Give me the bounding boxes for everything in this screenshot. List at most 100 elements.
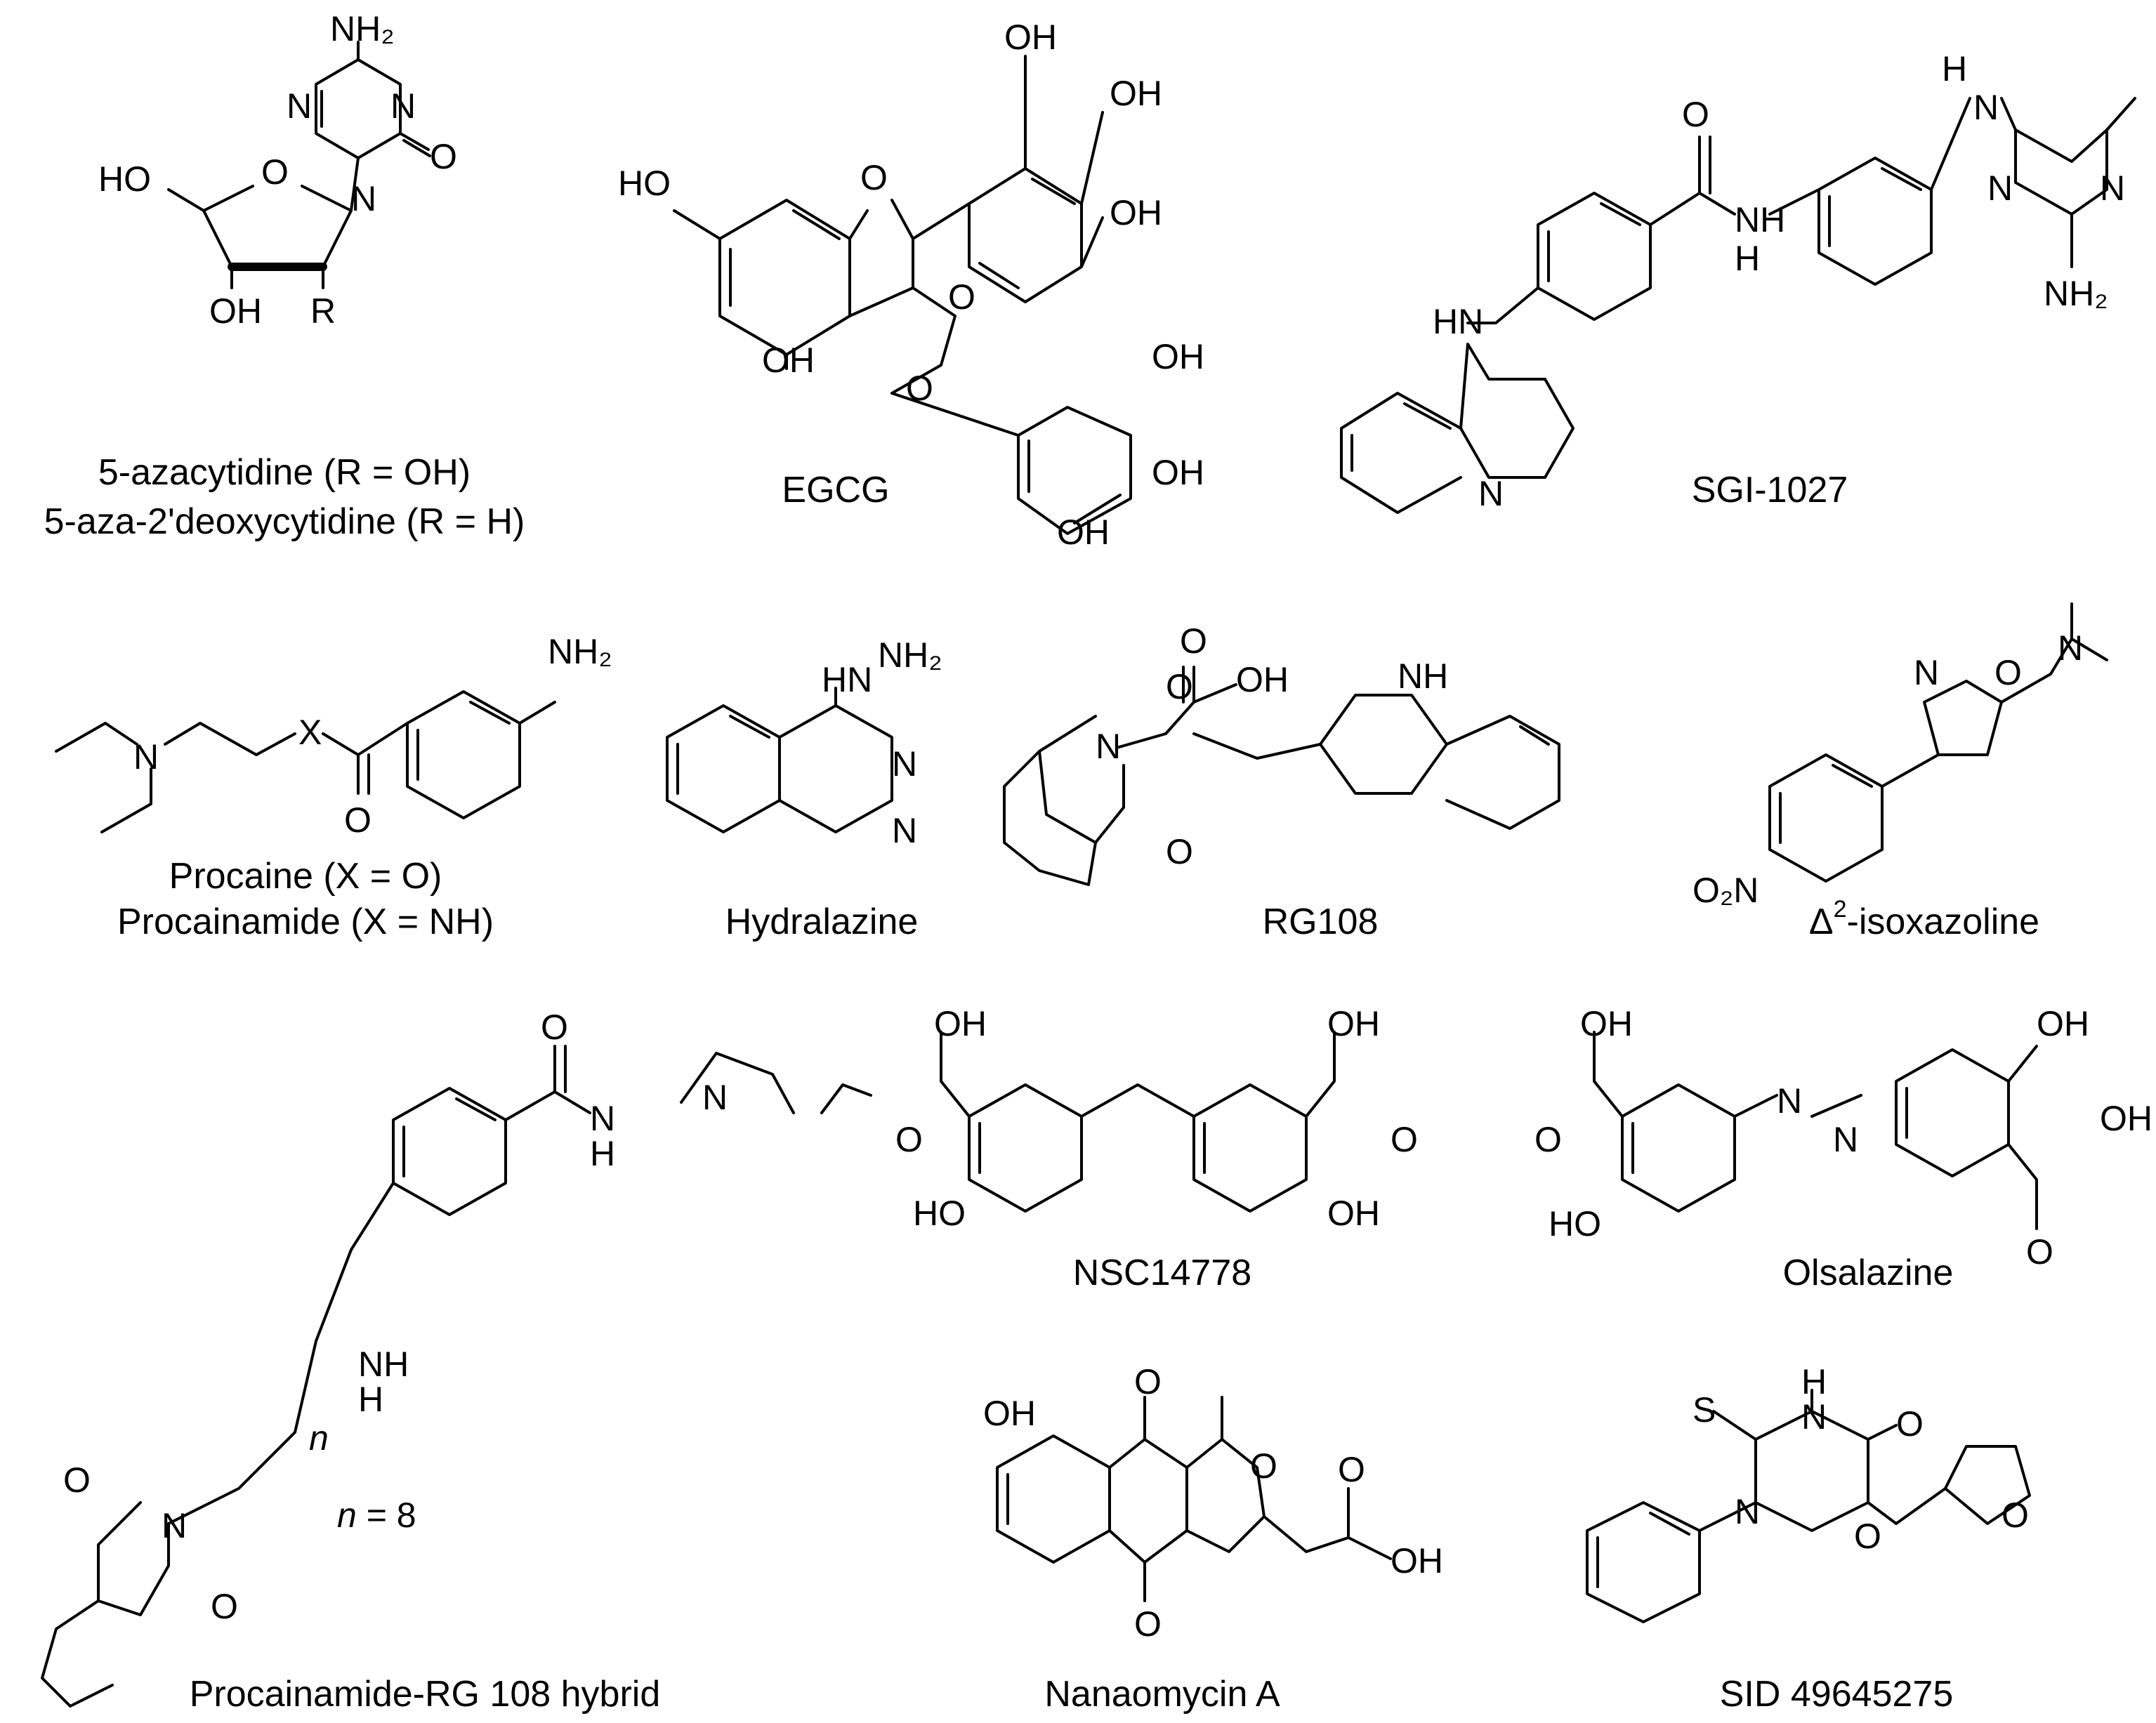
svg-text:H: H	[1801, 1362, 1827, 1401]
svg-text:NH₂: NH₂	[330, 9, 395, 48]
svg-text:OH: OH	[1110, 193, 1162, 232]
svg-text:OH: OH	[934, 1004, 987, 1043]
svg-text:NH: NH	[1735, 200, 1785, 239]
svg-text:H: H	[1735, 239, 1760, 278]
structure-isoxazoline: N O N O₂N Δ2-isoxazoline	[1692, 602, 2108, 942]
structure-azacytidine: NH₂ N N N O O HO OH R 5-azacytidine (R =…	[44, 9, 525, 542]
structure-olsalazine: OH O HO N N OH OH O Olsalazine	[1534, 1004, 2152, 1293]
svg-text:O: O	[860, 158, 888, 197]
svg-text:O: O	[1134, 1604, 1162, 1644]
svg-text:OH: OH	[1110, 74, 1162, 113]
svg-text:O: O	[906, 369, 933, 408]
svg-text:HO: HO	[618, 164, 671, 203]
svg-text:OH: OH	[1152, 453, 1204, 492]
svg-text:OH: OH	[2037, 1004, 2089, 1043]
svg-text:OH: OH	[762, 341, 815, 380]
svg-text:O: O	[2026, 1232, 2053, 1272]
svg-text:NH: NH	[1398, 656, 1448, 696]
svg-text:N: N	[1478, 474, 1504, 513]
svg-text:O: O	[2001, 1496, 2029, 1535]
svg-text:N: N	[162, 1506, 187, 1545]
svg-text:O: O	[1166, 832, 1193, 871]
svg-text:O: O	[1854, 1517, 1881, 1556]
structure-hybrid: O N H N NH H n N O O n = 8 Procainamide-…	[41, 1008, 872, 1715]
label-rg108: RG108	[1263, 902, 1379, 942]
isoxazoline-sup: 2	[1834, 896, 1847, 923]
svg-text:OH: OH	[1327, 1194, 1380, 1233]
svg-text:N: N	[351, 179, 376, 218]
hybrid-n-eq: n = 8	[337, 1496, 416, 1535]
svg-text:O₂N: O₂N	[1692, 871, 1759, 910]
svg-text:N: N	[133, 737, 159, 777]
svg-text:HN: HN	[1433, 302, 1483, 341]
label-isoxazoline: Δ2-isoxazoline	[1809, 896, 2039, 942]
svg-text:HO: HO	[913, 1194, 966, 1233]
label-hybrid: Procainamide-RG 108 hybrid	[190, 1674, 661, 1715]
svg-text:OH: OH	[1580, 1004, 1633, 1043]
svg-text:R: R	[310, 291, 336, 331]
svg-text:O: O	[1994, 653, 2022, 692]
svg-text:O: O	[211, 1587, 238, 1626]
label-hydralazine: Hydralazine	[725, 902, 919, 942]
svg-text:O: O	[1166, 667, 1193, 706]
svg-text:HO: HO	[1549, 1204, 1601, 1243]
structure-sgi1027: H N O NH H N N NH₂ HN N SGI-1027	[1340, 49, 2136, 514]
svg-text:N: N	[1801, 1397, 1827, 1437]
svg-text:N: N	[1914, 653, 1939, 692]
svg-text:OH: OH	[1327, 1004, 1380, 1043]
svg-text:O: O	[1180, 621, 1207, 661]
svg-text:O: O	[895, 1120, 923, 1159]
svg-text:OH: OH	[1152, 337, 1204, 376]
svg-text:NH₂: NH₂	[2044, 274, 2108, 313]
svg-text:HO: HO	[98, 159, 151, 199]
structure-hydralazine: HN NH₂ N N Hydralazine	[666, 635, 942, 942]
svg-text:OH: OH	[1236, 660, 1289, 699]
svg-text:HN: HN	[822, 660, 872, 699]
svg-text:H: H	[1942, 49, 1967, 88]
svg-text:S: S	[1692, 1390, 1716, 1430]
svg-text:N: N	[892, 811, 917, 850]
label-nsc14778: NSC14778	[1073, 1253, 1251, 1293]
hybrid-n-value: 8	[397, 1496, 416, 1535]
svg-text:N: N	[892, 744, 917, 784]
label-sgi1027: SGI-1027	[1692, 470, 1848, 510]
structure-egcg: OH OH OH HO O OH O O OH OH OH EGCG	[618, 18, 1204, 552]
svg-text:OH: OH	[2100, 1099, 2152, 1138]
svg-text:O: O	[1391, 1120, 1418, 1159]
svg-text:N: N	[1973, 88, 1999, 127]
svg-text:O: O	[1534, 1120, 1562, 1159]
label-olsalazine: Olsalazine	[1783, 1253, 1954, 1293]
structure-sid: S H N O O N O SID 49645275	[1586, 1362, 2031, 1715]
label-procaine-1: Procaine (X = O)	[169, 856, 442, 897]
isoxazoline-suffix: -isoxazoline	[1847, 902, 2040, 942]
svg-text:H: H	[590, 1134, 615, 1173]
svg-text:N: N	[390, 86, 416, 126]
svg-text:N: N	[2058, 628, 2083, 668]
svg-text:O: O	[1250, 1446, 1277, 1486]
svg-text:O: O	[430, 137, 457, 176]
svg-text:OH: OH	[983, 1394, 1036, 1433]
svg-text:N: N	[1987, 169, 2013, 208]
structure-procaine: NH₂ N X O Procaine (X = O) Procainamide …	[55, 632, 612, 942]
svg-text:O: O	[344, 800, 372, 840]
svg-text:OH: OH	[1391, 1541, 1443, 1580]
structure-nsc14778: OH O HO OH O OH NSC14778	[895, 1004, 1418, 1293]
label-sid: SID 49645275	[1720, 1674, 1954, 1715]
svg-text:O: O	[63, 1460, 91, 1500]
svg-text:O: O	[1338, 1450, 1365, 1489]
svg-text:n: n	[309, 1418, 329, 1458]
svg-text:NH₂: NH₂	[548, 632, 612, 671]
svg-text:O: O	[541, 1008, 568, 1047]
svg-text:N: N	[590, 1099, 615, 1138]
svg-text:OH: OH	[1004, 18, 1057, 57]
label-azacytidine-2: 5-aza-2'deoxycytidine (R = H)	[44, 501, 525, 542]
svg-text:O: O	[1682, 95, 1709, 134]
svg-text:OH: OH	[1057, 513, 1110, 552]
svg-text:N: N	[1777, 1081, 1802, 1121]
svg-text:NH₂: NH₂	[878, 635, 942, 675]
svg-text:N: N	[1096, 727, 1121, 766]
svg-text:X: X	[298, 713, 322, 752]
svg-text:O: O	[261, 152, 289, 192]
svg-text:N: N	[287, 86, 312, 126]
structure-rg108: O OH NH N O O RG108	[1003, 621, 1560, 942]
